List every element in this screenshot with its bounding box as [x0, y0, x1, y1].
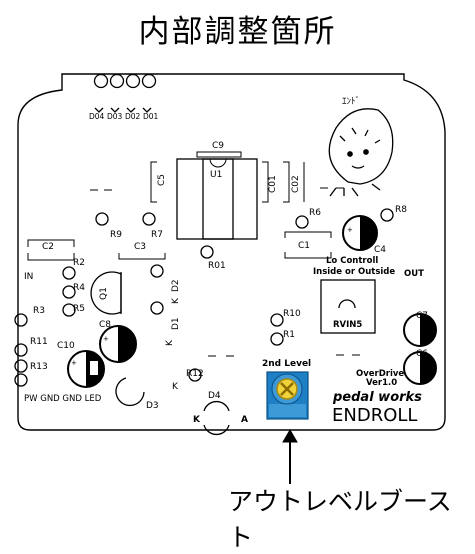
- pcb-diagram: D04 D03 D02 D01 ｴﾝﾄﾞ C9 U1 C5 C01 C02 R6…: [14, 73, 446, 484]
- d1-label: D1: [171, 317, 181, 330]
- c6-capacitor: [403, 351, 437, 385]
- r11-label: R11: [30, 337, 48, 347]
- c8-capacitor: +: [99, 325, 137, 363]
- c7-label: C7: [416, 311, 428, 321]
- c6-label: C6: [416, 349, 428, 359]
- r5-label: R5: [73, 304, 85, 314]
- version-label: Ver1.0: [366, 378, 397, 388]
- led-d1-label: D01: [143, 112, 159, 121]
- lo-controll-label: Lo Controll: [326, 256, 378, 266]
- r9-label: R9: [110, 230, 122, 240]
- k1-label: K: [171, 297, 181, 304]
- brand-endroll: ENDROLL: [332, 405, 417, 426]
- c1-label: C1: [298, 241, 310, 251]
- c5-label: C5: [157, 174, 167, 186]
- in-label: IN: [24, 272, 33, 282]
- page-title: 内部調整箇所: [138, 14, 337, 50]
- q1-outline: [90, 271, 122, 315]
- svg-text:ｴﾝﾄﾞ: ｴﾝﾄﾞ: [342, 96, 360, 107]
- c4-capacitor: +: [342, 215, 378, 251]
- c8-label: C8: [99, 320, 111, 330]
- r7-label: R7: [151, 230, 163, 240]
- c9-label: C9: [212, 141, 224, 151]
- r6-label: R6: [309, 208, 321, 218]
- out-level-boost-label: アウトレベルブースト: [228, 487, 452, 552]
- d4-label: D4: [208, 391, 221, 401]
- r01-label: R01: [208, 261, 226, 271]
- r3-label: R3: [33, 306, 45, 316]
- inside-outside-label: Inside or Outside: [313, 267, 395, 277]
- r8-label: R8: [395, 205, 407, 215]
- led-holes: [93, 73, 157, 89]
- svg-text:+: +: [71, 359, 77, 367]
- c3-outline: [118, 253, 166, 260]
- mascot-logo: ｴﾝﾄﾞ: [328, 96, 394, 197]
- r1-label: R1: [283, 330, 295, 340]
- c4-label: C4: [374, 245, 386, 255]
- out-label: OUT: [404, 269, 424, 279]
- c2-label: C2: [42, 242, 54, 252]
- led-marks: [94, 107, 152, 113]
- u1-label: U1: [210, 170, 222, 180]
- led-d4-label: D04: [89, 112, 105, 121]
- led-d3-label: D03: [107, 112, 123, 121]
- rvin5-outline: [320, 279, 376, 334]
- second-level-trimmer: [266, 371, 309, 420]
- q1-label: Q1: [99, 287, 109, 300]
- k3-label: K: [172, 382, 179, 392]
- led-d2-label: D02: [125, 112, 141, 121]
- r13-label: R13: [30, 362, 48, 372]
- d2-label: D2: [171, 279, 181, 292]
- d4-k-label: K: [193, 415, 201, 425]
- d3-outline: [115, 377, 145, 407]
- component-holes: [14, 208, 394, 387]
- callout-arrow: [282, 429, 298, 484]
- c7-capacitor: [403, 313, 437, 347]
- c02-label: C02: [291, 175, 301, 193]
- r12-label: R12: [186, 369, 204, 379]
- second-level-label: 2nd Level: [262, 359, 311, 369]
- c3-label: C3: [134, 242, 146, 252]
- d3-label: D3: [146, 401, 159, 411]
- power-pins-label: PW GND GND LED: [24, 394, 102, 404]
- c1-outline: [284, 231, 332, 259]
- c02-outline: [283, 161, 305, 203]
- k2-label: K: [165, 339, 175, 346]
- overdrive-label: OverDrive: [356, 369, 404, 379]
- brand-pedal-works: pedal works: [332, 390, 422, 405]
- c2-outline: [27, 239, 75, 261]
- c10-label: C10: [57, 341, 75, 351]
- r10-label: R10: [283, 309, 301, 319]
- c01-outline: [262, 161, 269, 203]
- d4-led-outline: [203, 400, 230, 436]
- c10-capacitor: +: [67, 350, 105, 388]
- r2-label: R2: [73, 258, 85, 268]
- r4-label: R4: [73, 283, 85, 293]
- c9-outline: [196, 151, 242, 158]
- c5-outline: [150, 161, 157, 203]
- c01-label: C01: [268, 175, 278, 193]
- rvin5-label: RVIN5: [333, 320, 362, 330]
- svg-text:+: +: [347, 226, 353, 234]
- svg-text:+: +: [103, 335, 109, 343]
- d4-a-label: A: [241, 415, 248, 425]
